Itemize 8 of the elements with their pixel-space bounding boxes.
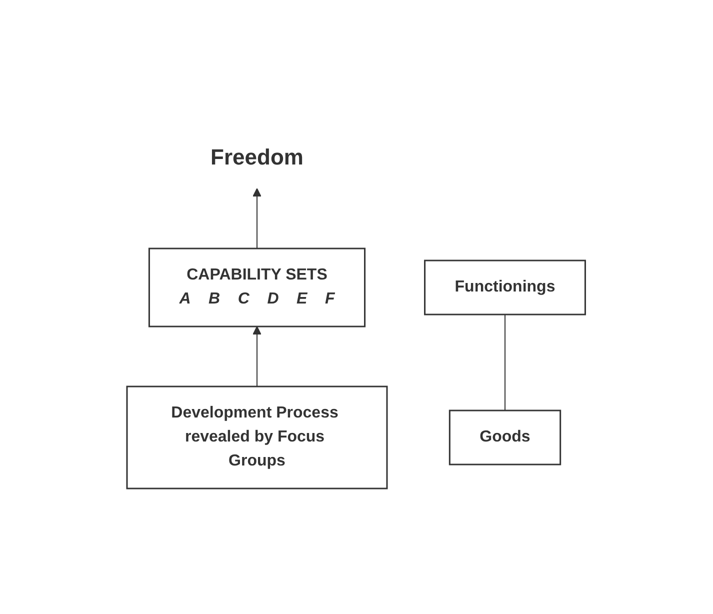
connector — [504, 314, 506, 411]
node-box: Development Process revealed by Focus Groups — [126, 386, 388, 490]
node-box: Goods — [449, 410, 562, 466]
arrow — [253, 326, 262, 387]
arrow — [253, 188, 262, 249]
node-box: Functionings — [424, 260, 586, 316]
node-text: Freedom — [210, 144, 304, 170]
node-box: CAPABILITY SETS A B C D E F — [148, 248, 366, 328]
